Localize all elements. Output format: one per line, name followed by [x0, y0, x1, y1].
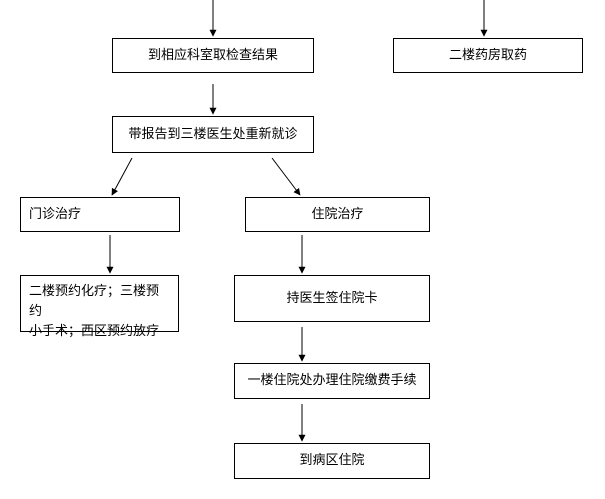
node-inpatient-treatment-label: 住院治疗	[311, 206, 364, 222]
node-pharmacy: 二楼药房取药	[393, 38, 583, 73]
node-outpatient-treatment: 门诊治疗	[20, 197, 180, 232]
node-admission-payment: 一楼住院处办理住院缴费手续	[234, 363, 430, 399]
node-inpatient-treatment: 住院治疗	[245, 197, 430, 232]
node-admission-payment-label: 一楼住院处办理住院缴费手续	[247, 373, 417, 388]
node-appointments: 二楼预约化疗；三楼预约 小手术；西区预约放疗	[20, 275, 179, 339]
node-retrieve-results: 到相应科室取检查结果	[112, 38, 314, 73]
node-pharmacy-label: 二楼药房取药	[448, 47, 527, 63]
node-appointments-label: 二楼预约化疗；三楼预约 小手术；西区预约放疗	[29, 284, 160, 339]
node-outpatient-treatment-label: 门诊治疗	[29, 206, 82, 222]
node-retrieve-results-label: 到相应科室取检查结果	[147, 47, 278, 63]
arrow-doctor-to-outpatient	[111, 157, 133, 196]
node-return-to-doctor: 带报告到三楼医生处重新就诊	[112, 116, 314, 153]
node-ward-admission: 到病区住院	[234, 443, 430, 479]
node-return-to-doctor-label: 带报告到三楼医生处重新就诊	[128, 126, 298, 142]
node-admission-card: 持医生签住院卡	[234, 275, 430, 322]
node-admission-card-label: 持医生签住院卡	[286, 290, 378, 306]
node-ward-admission-label: 到病区住院	[299, 453, 365, 468]
arrow-doctor-to-inpatient	[271, 157, 301, 196]
